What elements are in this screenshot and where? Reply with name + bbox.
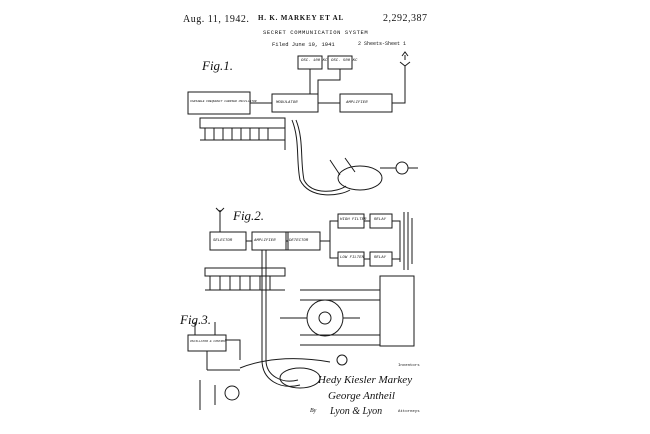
signature-line-1: Hedy Kiesler Markey [318, 374, 413, 386]
fig2-distributor-wheel [306, 299, 344, 337]
fig2-selector-label: SELECTOR [213, 239, 233, 243]
fig1-osc1-label: OSC. 100 KC [301, 59, 328, 63]
fig3-osc-box [187, 334, 227, 352]
fig2-high-filter-label: HIGH FILTER [340, 218, 367, 222]
inventor-names: H. K. MARKEY ET AL [258, 14, 344, 22]
fig2-relay1-label: RELAY [374, 218, 387, 222]
fig1-roll [337, 165, 383, 191]
fig1-motor [395, 161, 409, 175]
attorney-signature: Lyon & Lyon [330, 406, 383, 417]
figure-3-label: Fig.3. [180, 312, 212, 327]
signature-line-2: George Antheil [328, 390, 395, 402]
signature-by: By [310, 408, 317, 414]
fig1-osc2-label: OSC. 500 KC [331, 59, 358, 63]
patent-title: SECRET COMMUNICATION SYSTEM [263, 29, 369, 36]
filing-date: Filed June 10, 1941 [272, 41, 335, 48]
fig3-osc-label: OSCILLATOR & CONTROL [190, 340, 227, 343]
fig2-low-filter-label: LOW FILTER [340, 256, 365, 260]
fig1-amplifier-label: AMPLIFIER [346, 101, 368, 105]
fig1-freq-control-label: VARIABLE FREQUENCY CARRIER OSCILLATOR [190, 100, 257, 103]
figure-1-label: Fig.1. [202, 58, 234, 73]
inventors-label: Inventors [398, 364, 420, 368]
patent-number: 2,292,387 [383, 13, 428, 24]
fig2-relay2-label: RELAY [374, 256, 387, 260]
sheet-count: 2 Sheets-Sheet 1 [358, 41, 407, 47]
fig2-detector-label: DETECTOR [289, 239, 309, 243]
fig2-amplifier-label: AMPLIFIER [254, 239, 276, 243]
figure-2-label: Fig.2. [233, 208, 265, 223]
fig1-freq-control-box [187, 91, 251, 115]
patent-date: Aug. 11, 1942. [183, 14, 250, 25]
attorneys-label: Attorneys [398, 410, 420, 414]
fig1-modulator-label: MODULATOR [276, 101, 298, 105]
